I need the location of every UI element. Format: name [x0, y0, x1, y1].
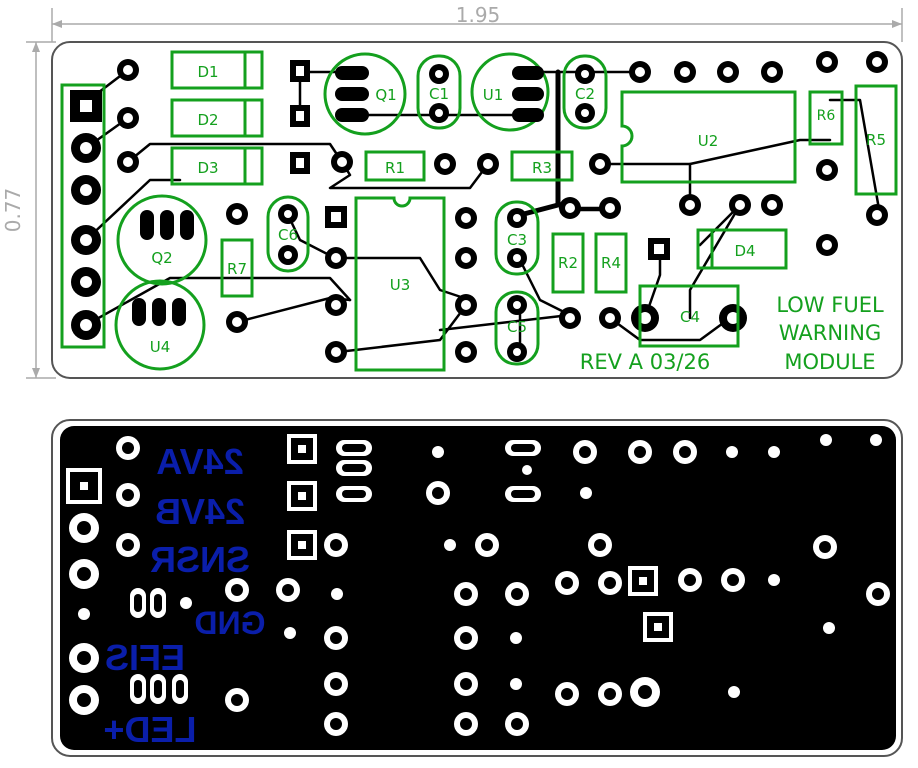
height-dimension-label: 0.77	[1, 188, 25, 233]
width-dimension-label: 1.95	[456, 3, 501, 27]
title-line1: LOW FUEL	[776, 293, 884, 317]
resistor-r6: R6	[808, 90, 844, 146]
label-c4: C4	[680, 308, 700, 326]
diode-d2: D2	[170, 98, 264, 138]
label-c1: C1	[429, 85, 449, 103]
label-c3: C3	[507, 231, 527, 249]
resistor-r1: R1	[364, 150, 426, 182]
label-r3: R3	[532, 159, 552, 177]
resistor-r4: R4	[594, 232, 628, 294]
bottom-copper-pour	[60, 426, 896, 750]
label-r7: R7	[227, 260, 247, 278]
capacitor-c4: C4	[638, 284, 740, 348]
resistor-r5: R5	[854, 84, 898, 196]
capacitor-c2: C2	[562, 54, 608, 130]
bottom-mirrored-labels: 24VA 24VB SNSR GND EFIS LED+	[103, 441, 265, 750]
label-u1: U1	[483, 86, 504, 104]
title-line2: WARNING	[779, 321, 881, 345]
capacitor-c5: C5	[494, 290, 540, 366]
capacitor-c6: C6	[266, 195, 310, 273]
diode-d4: D4	[696, 228, 788, 270]
label-q2: Q2	[151, 249, 172, 267]
diode-d1: D1	[170, 50, 264, 90]
regulator-u1: U1	[470, 52, 550, 132]
label-24vb: 24VB	[155, 491, 245, 532]
label-q1: Q1	[375, 86, 396, 104]
label-r1: R1	[385, 159, 405, 177]
label-led: LED+	[103, 709, 196, 750]
resistor-r3: R3	[510, 150, 574, 182]
label-d3: D3	[197, 159, 218, 177]
resistor-r7: R7	[220, 238, 254, 298]
label-snsr: SNSR	[150, 539, 250, 580]
label-u3: U3	[390, 276, 411, 294]
label-u2: U2	[698, 132, 719, 150]
label-efis: EFIS	[105, 637, 185, 678]
diode-d3: D3	[170, 146, 264, 186]
label-u4: U4	[150, 338, 171, 356]
label-c6: C6	[278, 226, 298, 244]
label-c2: C2	[575, 85, 595, 103]
label-r4: R4	[601, 254, 621, 272]
header-connector	[60, 83, 106, 349]
label-r5: R5	[866, 131, 886, 149]
ic-u3: U3	[354, 196, 446, 372]
top-pads	[117, 51, 888, 363]
regulator-u4: U4	[114, 279, 206, 371]
label-d4: D4	[734, 242, 755, 260]
ic-u2: U2	[620, 90, 797, 184]
label-d2: D2	[197, 111, 218, 129]
title-line3: MODULE	[784, 350, 875, 374]
transistor-q1: Q1	[323, 52, 407, 136]
label-d1: D1	[197, 63, 218, 81]
resistor-r2: R2	[551, 232, 585, 294]
revision-label: REV A 03/26	[580, 350, 710, 374]
dimension-lines	[26, 8, 903, 379]
label-gnd: GND	[194, 605, 265, 641]
bottom-pads	[66, 434, 890, 736]
label-c5: C5	[507, 318, 527, 336]
capacitor-c1: C1	[416, 54, 462, 130]
label-r6: R6	[817, 108, 836, 124]
capacitor-c3: C3	[494, 200, 540, 276]
transistor-q2: Q2	[116, 194, 208, 286]
label-24va: 24VA	[156, 441, 243, 482]
label-r2: R2	[558, 254, 578, 272]
